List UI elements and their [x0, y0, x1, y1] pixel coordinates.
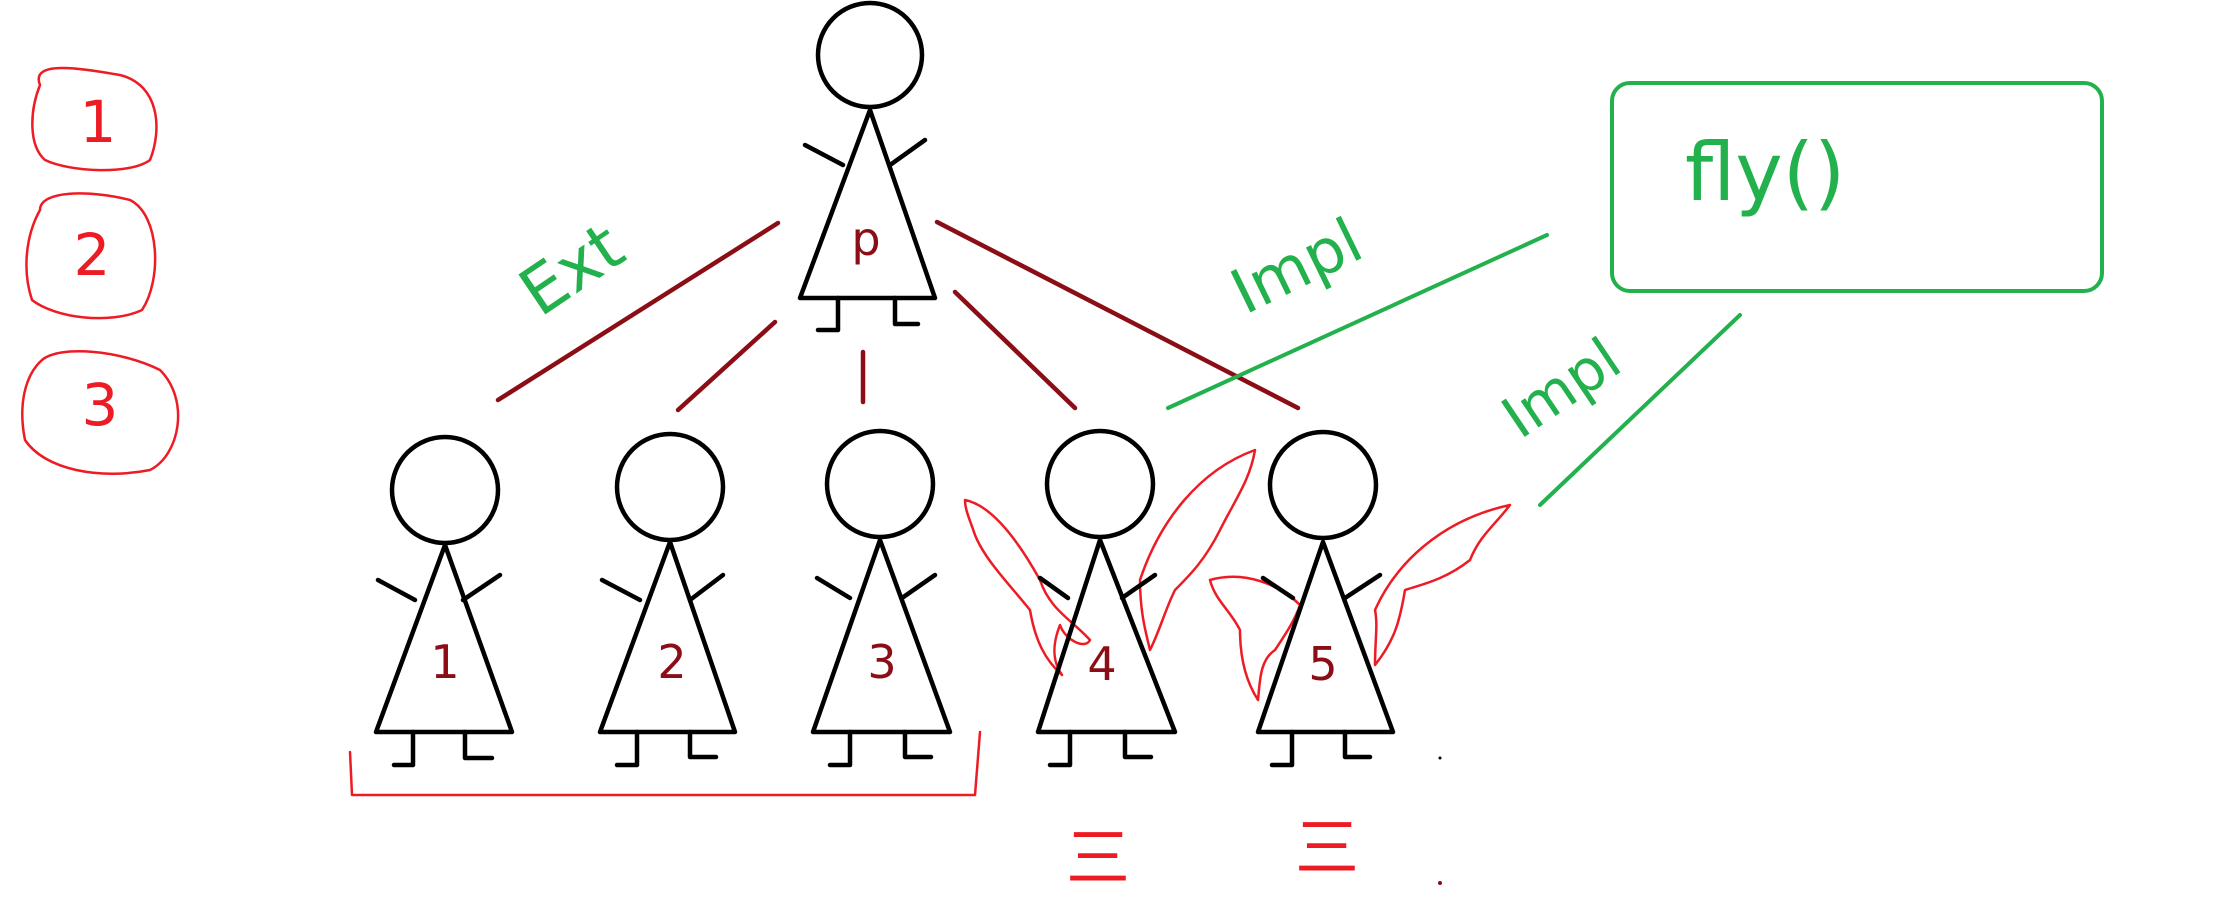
parent-arms	[802, 137, 928, 168]
child-legs	[391, 729, 495, 768]
interface-method: fly()	[1685, 126, 1845, 219]
parent-body	[797, 107, 938, 301]
interface-box: fly()	[1610, 81, 2104, 293]
child-head	[1267, 429, 1379, 541]
numbered-item-3: 3	[21, 350, 180, 475]
child-label: 1	[430, 635, 459, 689]
line-to-child-4	[952, 289, 1078, 411]
impl-label-lower: Impl	[1490, 324, 1633, 451]
child-legs	[1269, 729, 1373, 768]
child-body	[810, 537, 953, 735]
child-legs	[827, 729, 934, 768]
impl-line-upper	[1166, 233, 1549, 410]
impl-line-lower	[1538, 313, 1742, 507]
child-head	[389, 434, 501, 546]
child-arms	[1037, 572, 1158, 601]
parent-label: p	[851, 212, 880, 266]
speck	[1438, 881, 1442, 885]
line-to-child-5	[934, 219, 1301, 411]
child-arms	[814, 572, 938, 601]
child-head	[824, 428, 936, 540]
numbered-item-label: 2	[74, 221, 111, 289]
child-figure-2: 2	[597, 431, 738, 768]
under-mark-child-5: 三	[1295, 812, 1359, 886]
child-body	[373, 542, 515, 735]
child-legs	[614, 729, 719, 768]
child-label: 5	[1308, 637, 1337, 691]
interface-box-frame	[1610, 81, 2104, 293]
right-wing	[1373, 503, 1512, 667]
child-label: 4	[1087, 637, 1116, 691]
child-figure-4: 4	[963, 428, 1257, 768]
child-head	[1044, 428, 1156, 540]
numbered-item-label: 1	[80, 88, 117, 156]
numbered-item-1: 1	[31, 66, 158, 172]
line-to-child-1	[495, 220, 781, 403]
numbered-item-2: 2	[25, 192, 157, 320]
child-body	[1035, 537, 1178, 735]
child-figure-3: 3	[810, 428, 953, 768]
child-head	[614, 431, 726, 543]
under-mark-child-4: 三	[1066, 822, 1130, 896]
child-arms	[599, 572, 726, 603]
group-bracket	[348, 730, 982, 797]
parent-head	[815, 0, 925, 110]
parent-figure: p	[797, 0, 938, 333]
parent-legs	[815, 295, 921, 333]
impl-label-upper: Impl	[1220, 204, 1374, 329]
child-arms	[375, 572, 503, 603]
right-wing	[1138, 448, 1257, 652]
child-body	[597, 539, 738, 735]
child-arms	[1260, 572, 1383, 601]
child-body	[1255, 539, 1396, 735]
line-to-child-2	[675, 319, 778, 413]
numbered-list: 1 2 3	[21, 66, 180, 475]
extends-annotation: Ext	[506, 208, 637, 331]
child-figure-1: 1	[373, 434, 515, 768]
numbered-item-label: 3	[82, 371, 119, 439]
child-label: 2	[657, 635, 686, 689]
child-figure-5: 5	[1208, 429, 1512, 768]
child-label: 3	[867, 635, 896, 689]
child-legs	[1047, 729, 1154, 768]
extends-label: Ext	[506, 208, 637, 331]
speck	[1438, 756, 1442, 760]
